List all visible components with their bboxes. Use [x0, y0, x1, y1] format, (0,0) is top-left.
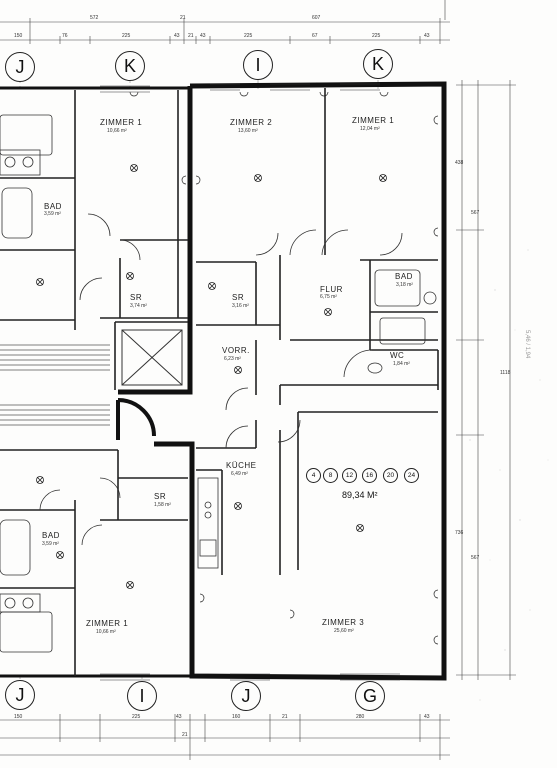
grid-bubble-bottom-1: J [5, 680, 35, 710]
dim-bottom-7: 21 [182, 732, 188, 738]
dim-right-0: 438 [455, 160, 464, 166]
room-label-zimmer1-left: ZIMMER 1 [100, 118, 143, 127]
right-dimension-lines [456, 80, 516, 680]
dim-top-7: 21 [188, 33, 194, 39]
room-label-sr-left-top: SR [130, 293, 143, 302]
room-label-sr-mid: SR [232, 293, 245, 302]
fixtures [0, 114, 437, 653]
scan-noise [469, 249, 549, 701]
room-label-kuche: KÜCHE [226, 461, 257, 470]
scale-marker-4: 16 [362, 468, 377, 483]
scale-marker-5: 20 [383, 468, 398, 483]
grid-bubble-bottom-2: I [127, 681, 157, 711]
room-label-sr-left-bottom: SR [154, 492, 167, 501]
dim-top-0: 572 [90, 15, 99, 21]
dim-top-9: 225 [244, 33, 253, 39]
room-area-sr-left-top: 3,74 m² [130, 303, 147, 309]
room-label-wc: WC [390, 351, 405, 360]
room-label-zimmer1-right: ZIMMER 1 [352, 116, 395, 125]
dim-right-2: 736 [455, 530, 464, 536]
dim-top-11: 225 [372, 33, 381, 39]
grid-bubble-top-3: I [243, 50, 273, 80]
room-area-sr-left-bottom: 1,58 m² [154, 502, 171, 508]
dim-top-12: 43 [424, 33, 430, 39]
grid-bubble-top-4: K [363, 49, 393, 79]
grid-bubble-bottom-3: J [231, 681, 261, 711]
room-area-zimmer3: 25,60 m² [334, 628, 354, 634]
room-area-zimmer1-right: 12,04 m² [360, 126, 380, 132]
dim-top-5: 225 [122, 33, 131, 39]
grid-bubble-bottom-4: G [355, 681, 385, 711]
door-swings [39, 213, 403, 546]
scale-marker-3: 12 [342, 468, 357, 483]
top-dimension-lines [0, 0, 450, 44]
dim-right-4: 1118 [500, 370, 511, 376]
dim-right-3: 567 [471, 555, 480, 561]
bottom-dimension-lines [0, 714, 450, 760]
dim-bottom-4: 21 [282, 714, 288, 720]
room-area-zimmer1-left: 10,66 m² [107, 128, 127, 134]
scale-marker-2: 8 [323, 468, 338, 483]
dim-bottom-2: 43 [176, 714, 182, 720]
room-area-sr-mid: 3,16 m² [232, 303, 249, 309]
room-label-zimmer1-bottom: ZIMMER 1 [86, 619, 129, 628]
room-label-bad-left-bottom: BAD [42, 531, 60, 540]
room-area-bad-left-top: 3,59 m² [44, 211, 61, 217]
scale-marker-1: 4 [306, 468, 321, 483]
windows [100, 83, 400, 681]
dim-bottom-3: 160 [232, 714, 241, 720]
room-area-bad-left-bottom: 3,59 m² [42, 541, 59, 547]
dim-top-3: 150 [14, 33, 23, 39]
room-area-zimmer2: 13,60 m² [238, 128, 258, 134]
entry-door [116, 398, 156, 440]
shaft [121, 329, 183, 386]
dim-top-1: 21 [180, 15, 186, 21]
stair [0, 344, 110, 426]
room-area-vorr: 6,23 m² [224, 356, 241, 362]
total-area-label: 89,34 M² [342, 490, 378, 500]
dim-bottom-5: 280 [356, 714, 365, 720]
dim-bottom-1: 225 [132, 714, 141, 720]
grid-bubble-top-1: J [5, 52, 35, 82]
scale-marker-6: 24 [404, 468, 419, 483]
dim-right-1: 567 [471, 210, 480, 216]
unit-outline [0, 81, 447, 681]
dim-top-4: 76 [62, 33, 68, 39]
dim-top-8: 43 [200, 33, 206, 39]
room-label-zimmer2: ZIMMER 2 [230, 118, 273, 127]
electrical-outlets [129, 91, 439, 645]
dim-top-10: 67 [312, 33, 318, 39]
room-area-wc: 1,84 m² [393, 361, 410, 367]
room-label-flur: FLUR [320, 285, 343, 294]
room-area-bad-right: 3,18 m² [396, 282, 413, 288]
room-area-zimmer1-bottom: 10,66 m² [96, 629, 116, 635]
grid-bubble-top-2: K [115, 51, 145, 81]
dim-top-2: 607 [312, 15, 321, 21]
dim-bottom-0: 150 [14, 714, 23, 720]
room-label-bad-left-top: BAD [44, 202, 62, 211]
side-note: 5,46 / 1,94 [524, 330, 530, 359]
room-label-vorr: VORR. [222, 346, 250, 355]
interior-walls [0, 88, 439, 676]
room-area-flur: 6,75 m² [320, 294, 337, 300]
room-label-zimmer3: ZIMMER 3 [322, 618, 365, 627]
dim-bottom-6: 43 [424, 714, 430, 720]
room-area-kuche: 6,49 m² [231, 471, 248, 477]
dim-top-6: 43 [174, 33, 180, 39]
room-label-bad-right: BAD [395, 272, 413, 281]
ceiling-light-symbols [36, 164, 387, 589]
